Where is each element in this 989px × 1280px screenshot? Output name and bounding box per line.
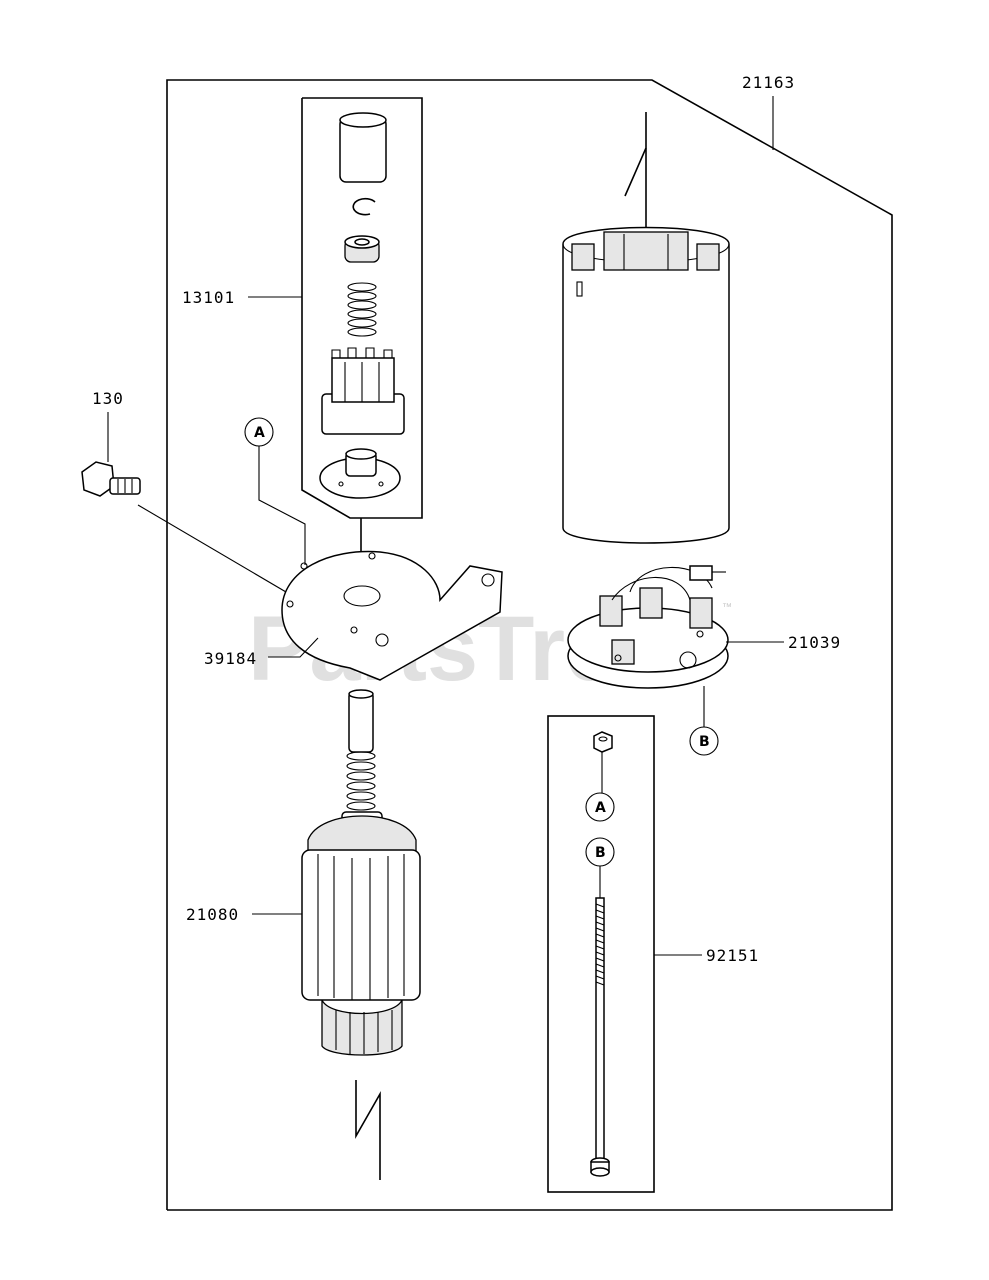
brush-holder-21039-part[interactable] <box>567 565 729 689</box>
pinion-gear-part[interactable] <box>321 347 405 435</box>
part-number-21080[interactable]: 21080 <box>186 905 239 924</box>
callout-b-through-bolt[interactable]: B <box>585 837 615 867</box>
snap-ring-part[interactable] <box>352 197 376 216</box>
yoke-housing-part[interactable] <box>562 226 730 544</box>
bracket-13101 <box>301 97 423 519</box>
callout-b-label: B <box>699 734 710 750</box>
callout-b-bolt-label: B <box>595 845 606 861</box>
part-number-21163[interactable]: 21163 <box>742 73 795 92</box>
armature-21080-part[interactable] <box>301 689 421 1056</box>
axis-break-upper <box>624 112 647 197</box>
callout-b-brush-holder[interactable]: B <box>689 726 719 756</box>
clutch-flange-part[interactable] <box>319 448 401 499</box>
part-number-130[interactable]: 130 <box>92 389 124 408</box>
nut-part[interactable] <box>593 731 613 753</box>
part-number-92151[interactable]: 92151 <box>706 946 759 965</box>
bolt-130-part[interactable] <box>81 461 141 497</box>
watermark-trademark: ™ <box>722 602 732 613</box>
part-number-39184[interactable]: 39184 <box>204 649 257 668</box>
spring-part[interactable] <box>347 282 377 337</box>
bushing-part[interactable] <box>344 235 380 263</box>
leader-39184 <box>268 637 319 658</box>
through-bolt-part[interactable] <box>590 897 610 1177</box>
leader-callout-a <box>258 446 306 565</box>
assembly-boundary <box>166 79 893 1211</box>
callout-a-front-plate[interactable]: A <box>244 417 274 447</box>
callout-a-through-bolt[interactable]: A <box>585 792 615 822</box>
part-number-21039[interactable]: 21039 <box>788 633 841 652</box>
axis-break-lower <box>355 1080 381 1180</box>
stop-collar-part[interactable] <box>339 112 387 183</box>
part-number-13101[interactable]: 13101 <box>182 288 235 307</box>
callout-a-bolt-label: A <box>595 800 606 816</box>
callout-a-label: A <box>254 425 265 441</box>
bracket-92151 <box>547 715 655 1193</box>
